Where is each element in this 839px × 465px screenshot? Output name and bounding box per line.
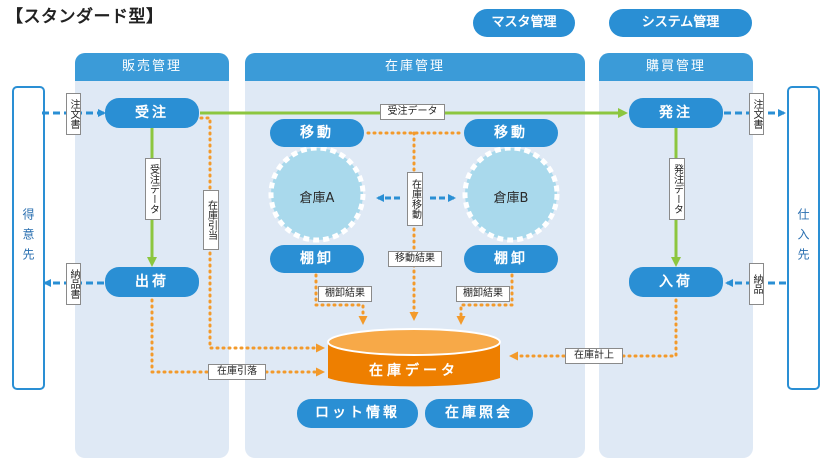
count-result-right-flow bbox=[456, 273, 514, 325]
warehouse-a-gear bbox=[268, 145, 366, 243]
stocktake-right-button[interactable]: 棚卸 bbox=[464, 245, 558, 273]
customer-label: 得意先 bbox=[21, 208, 35, 268]
inventory-database-label: 在庫データ bbox=[369, 363, 459, 379]
lot-info-button[interactable]: ロット情報 bbox=[297, 399, 418, 428]
inventory-database-cylinder bbox=[327, 328, 501, 387]
customer-box[interactable]: 得意先 bbox=[12, 86, 45, 390]
deduction-flow bbox=[150, 298, 325, 377]
warehouse-transfer-label: 在庫移動 bbox=[407, 172, 423, 226]
inventory-panel-header: 在庫管理 bbox=[245, 53, 585, 81]
page-title: 【スタンダード型】 bbox=[6, 7, 164, 27]
move-left-button[interactable]: 移動 bbox=[270, 119, 364, 147]
delivery-in-label: 納品 bbox=[749, 263, 764, 305]
stock-query-button[interactable]: 在庫照会 bbox=[425, 399, 533, 428]
master-management-button[interactable]: マスタ管理 bbox=[473, 9, 575, 37]
purchase-data-vertical-label: 発注データ bbox=[669, 158, 685, 220]
allocation-flow bbox=[199, 116, 325, 353]
move-right-button[interactable]: 移動 bbox=[464, 119, 558, 147]
purchase-panel-header: 購買管理 bbox=[599, 53, 753, 81]
receive-button[interactable]: 入荷 bbox=[629, 267, 723, 297]
stock-recording-label: 在庫計上 bbox=[565, 348, 623, 364]
supplier-label: 仕入先 bbox=[796, 208, 810, 268]
purchase-order-button[interactable]: 発注 bbox=[629, 98, 723, 128]
count-result-left-flow bbox=[314, 273, 368, 325]
warehouse-a-label: 倉庫A bbox=[299, 191, 335, 206]
stock-deduction-label: 在庫引落 bbox=[208, 364, 266, 380]
delivery-document-label: 納品書 bbox=[66, 263, 81, 305]
warehouse-b-gear bbox=[462, 145, 560, 243]
recording-flow bbox=[509, 298, 678, 361]
order-data-label: 受注データ bbox=[380, 104, 445, 120]
warehouse-b-label: 倉庫B bbox=[493, 191, 529, 206]
order-document-label: 注文書 bbox=[66, 93, 81, 135]
order-data-vertical-label: 受注データ bbox=[145, 158, 161, 220]
count-result-left-label: 棚卸結果 bbox=[318, 286, 372, 302]
purchase-document-label: 注文書 bbox=[749, 93, 764, 135]
order-receive-button[interactable]: 受注 bbox=[105, 98, 199, 128]
system-management-button[interactable]: システム管理 bbox=[609, 9, 752, 37]
stocktake-left-button[interactable]: 棚卸 bbox=[270, 245, 364, 273]
sales-panel-header: 販売管理 bbox=[75, 53, 229, 81]
move-result-label: 移動結果 bbox=[388, 251, 442, 267]
count-result-right-label: 棚卸結果 bbox=[456, 286, 510, 302]
stock-allocation-label: 在庫引当 bbox=[203, 190, 219, 250]
ship-button[interactable]: 出荷 bbox=[105, 267, 199, 297]
supplier-box[interactable]: 仕入先 bbox=[787, 86, 820, 390]
